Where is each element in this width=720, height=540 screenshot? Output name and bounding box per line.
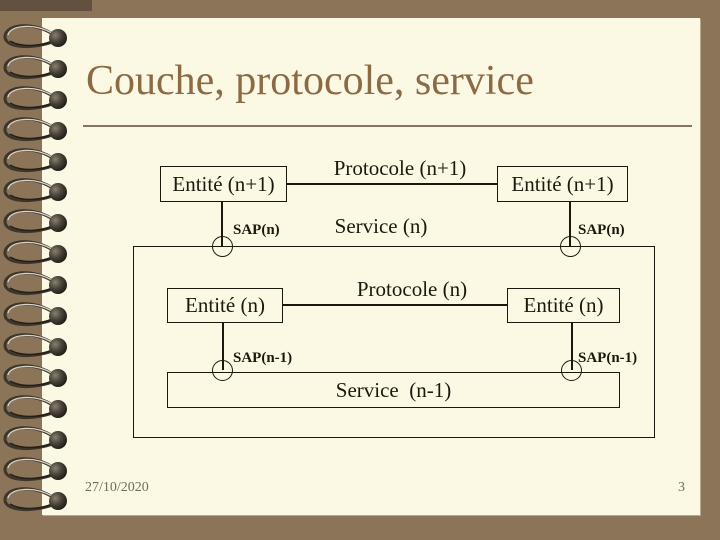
sap-n1-right-label: SAP(n-1): [578, 350, 638, 366]
protocole-n-line: [283, 304, 507, 306]
title-divider: [83, 125, 692, 127]
sap-n-right-circle: [559, 235, 581, 257]
protocole-n1-label: Protocole (n+1): [333, 156, 467, 180]
entity-n1-right-label: Entité (n+1): [511, 171, 614, 196]
entity-n-right-box: Entité (n): [507, 288, 620, 323]
sap-n1-right-circle: [561, 359, 582, 381]
service-n1-box: Service (n-1): [167, 372, 620, 408]
entity-n-left-label: Entité (n): [185, 293, 265, 317]
entity-n1-left-label: Entité (n+1): [172, 171, 275, 196]
entity-n-left-box: Entité (n): [167, 288, 283, 323]
entity-n-right-label: Entité (n): [523, 293, 604, 317]
protocole-n-label: Protocole (n): [356, 277, 468, 301]
sap-n1-left-connector: [222, 323, 224, 370]
layer-n-rect: [133, 246, 655, 438]
notebook-page: [42, 18, 700, 515]
sap-n1-right-connector: [571, 323, 573, 370]
service-n-label: Service (n): [334, 214, 428, 238]
sap-n1-left-circle: [212, 359, 233, 381]
entity-n1-right-box: Entité (n+1): [497, 166, 628, 202]
slide-title: Couche, protocole, service: [86, 58, 534, 104]
service-n1-label: Service (n-1): [335, 377, 452, 402]
sap-n-right-label: SAP(n): [578, 222, 625, 238]
sap-n-left-connector: [221, 202, 223, 246]
sap-n-right-connector: [569, 202, 571, 246]
footer-date: 27/10/2020: [85, 480, 149, 495]
footer-page-number: 3: [678, 480, 685, 495]
notebook-cover-shadow: [0, 0, 92, 11]
sap-n-left-circle: [211, 235, 233, 257]
entity-n1-left-box: Entité (n+1): [160, 166, 287, 202]
sap-n-left-label: SAP(n): [233, 222, 280, 238]
protocole-n1-line: [287, 183, 497, 185]
sap-n1-left-label: SAP(n-1): [233, 350, 293, 366]
